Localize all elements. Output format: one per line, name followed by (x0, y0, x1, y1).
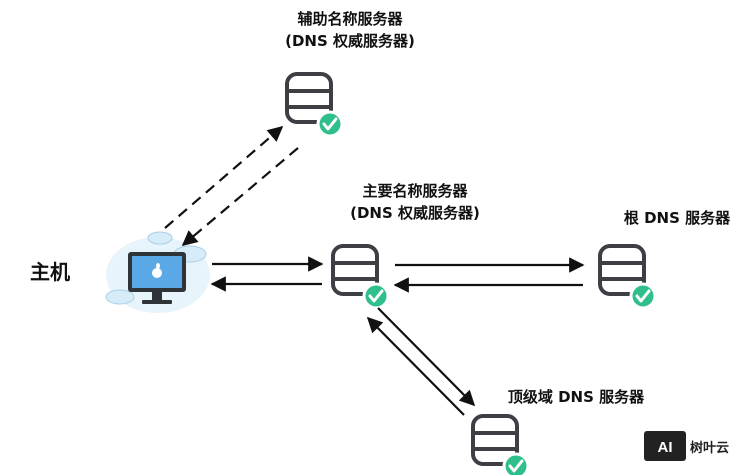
host-computer-icon (105, 231, 210, 313)
secondary-server-icon (285, 72, 344, 138)
secondary-server-label: 辅助名称服务器 (DNS 权威服务器) (265, 8, 435, 52)
arrow-primary-to-tld (377, 307, 476, 407)
host-line1: 主机 (30, 260, 70, 284)
watermark-badge-text: AI (658, 439, 673, 456)
primary-server-line1: 主要名称服务器 (362, 182, 468, 200)
tld-server-label: 顶级域 DNS 服务器 (496, 386, 656, 408)
secondary-server-line2: (DNS 权威服务器) (285, 32, 415, 50)
root-server-label: 根 DNS 服务器 (612, 207, 742, 229)
secondary-server-line1: 辅助名称服务器 (297, 10, 403, 28)
arrow-tld-to-primary (366, 316, 465, 416)
arrow-host-to-secondary (164, 125, 284, 229)
tld-server-line1: 顶级域 DNS 服务器 (507, 388, 645, 406)
tld-server-icon (471, 414, 530, 475)
host-label: 主机 (30, 261, 70, 283)
watermark-text: 树叶云 (690, 441, 730, 456)
arrow-secondary-to-host (181, 147, 299, 246)
root-server-line1: 根 DNS 服务器 (623, 209, 731, 227)
primary-server-icon (331, 244, 390, 310)
root-server-icon (598, 244, 657, 310)
primary-server-label: 主要名称服务器 (DNS 权威服务器) (330, 180, 500, 224)
watermark-logo-icon: AI (644, 431, 686, 461)
primary-server-line2: (DNS 权威服务器) (350, 204, 480, 222)
